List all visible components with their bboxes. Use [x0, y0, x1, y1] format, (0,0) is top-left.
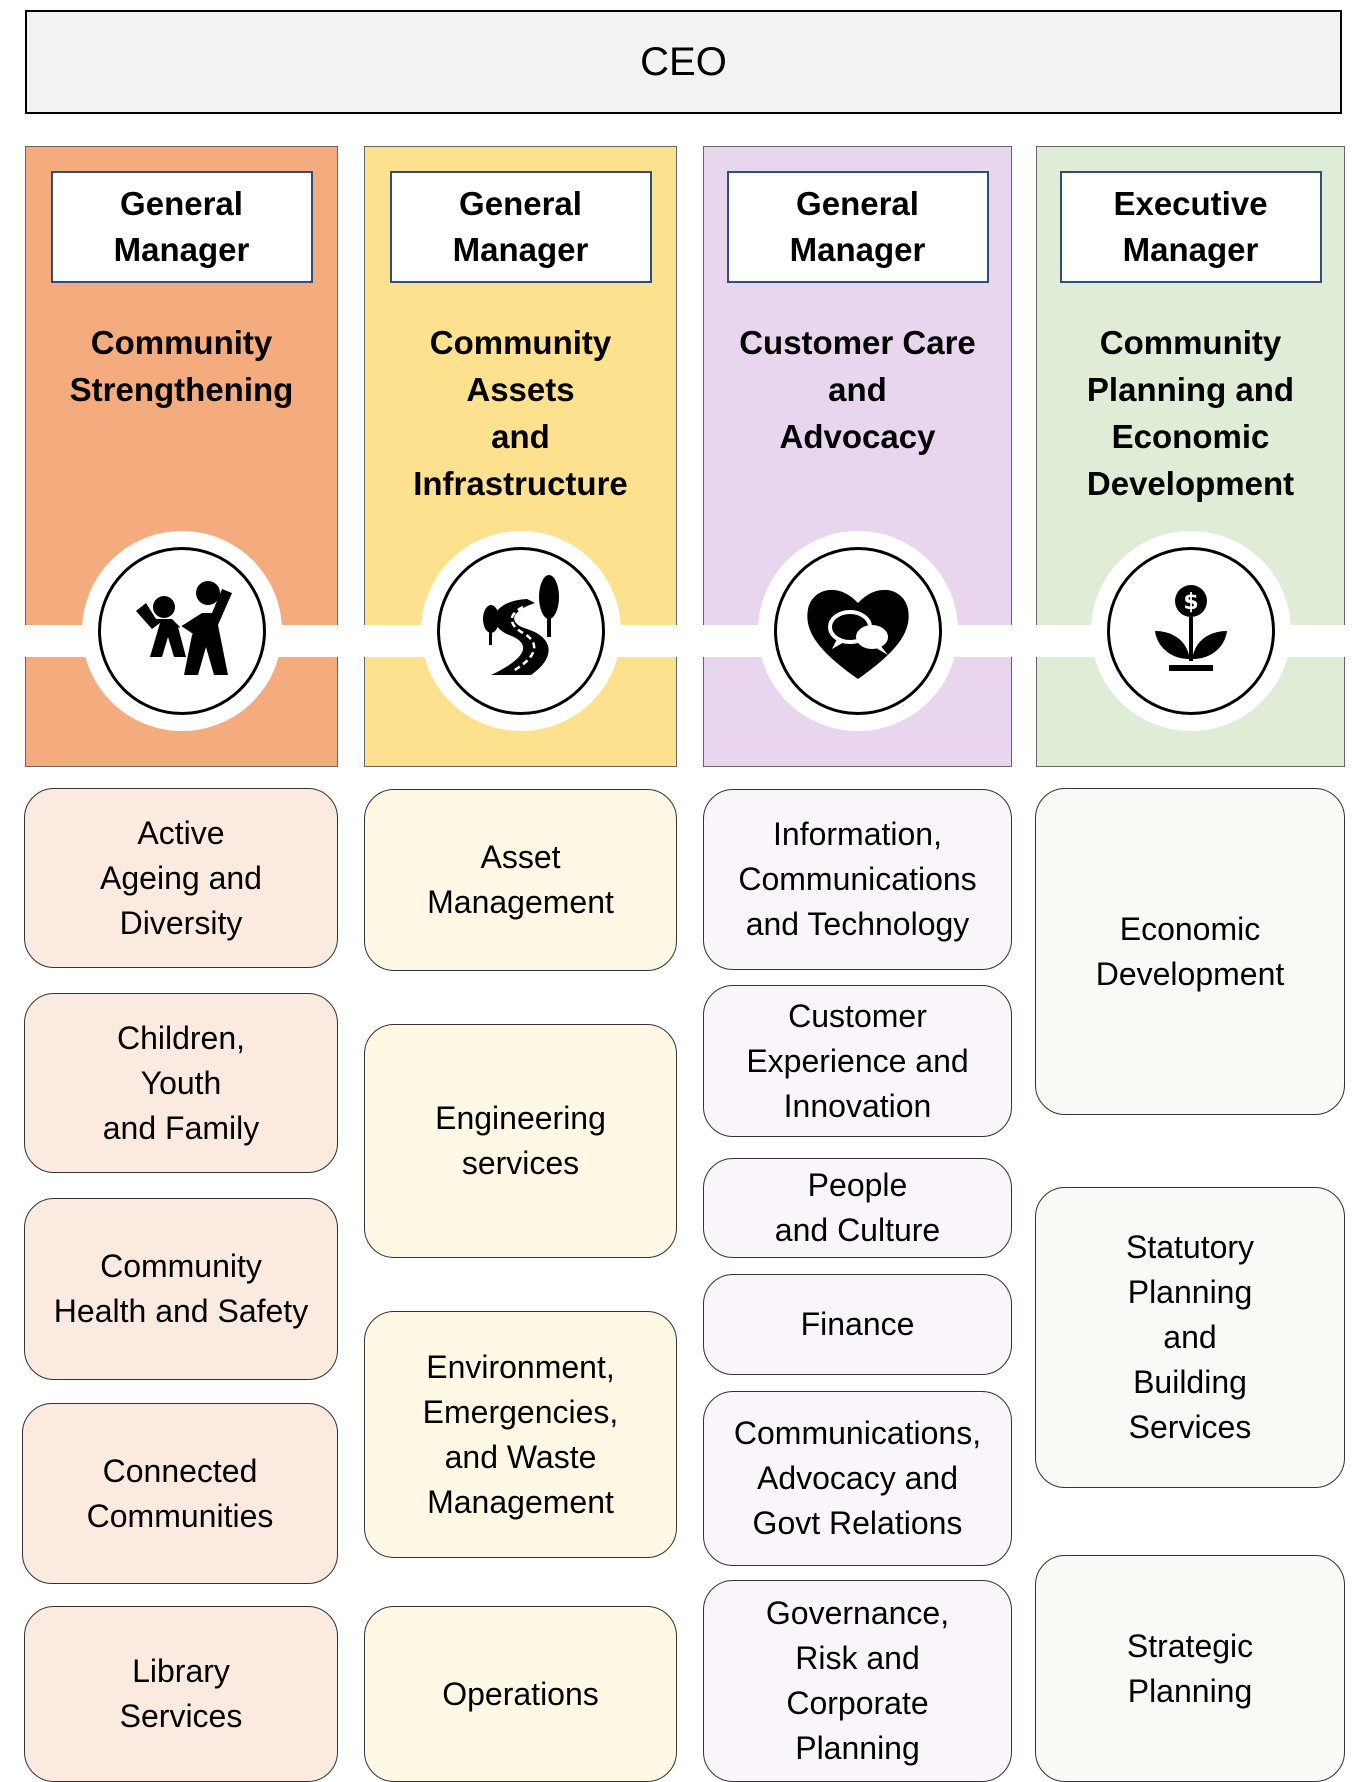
- service-box: Customer Experience and Innovation: [703, 985, 1012, 1137]
- service-box: Strategic Planning: [1035, 1555, 1345, 1782]
- role-box: General Manager: [50, 171, 313, 283]
- division-title: Community Planning and Economic Developm…: [1086, 324, 1295, 502]
- role-box: General Manager: [726, 171, 989, 283]
- ceo-box: CEO: [25, 10, 1342, 114]
- service-box: Information, Communications and Technolo…: [703, 789, 1012, 970]
- service-box: Active Ageing and Diversity: [24, 788, 338, 968]
- service-box: Children, Youth and Family: [24, 993, 338, 1173]
- service-box: Operations: [364, 1606, 677, 1782]
- icon-ring: $: [1090, 531, 1291, 731]
- division-title: Community Strengthening: [69, 324, 294, 408]
- division-title: Community Assets and Infrastructure: [413, 324, 628, 502]
- service-box: Finance: [703, 1274, 1012, 1375]
- road-icon: [482, 575, 559, 675]
- service-box: Community Health and Safety: [24, 1198, 338, 1380]
- service-box: Governance, Risk and Corporate Planning: [703, 1580, 1012, 1782]
- service-box: Connected Communities: [22, 1403, 338, 1584]
- service-box: Economic Development: [1035, 788, 1345, 1115]
- heart-chat-icon: [806, 589, 909, 679]
- service-box: Environment, Emergencies, and Waste Mana…: [364, 1311, 677, 1558]
- family-icon: [135, 581, 232, 675]
- service-box: Engineering services: [364, 1024, 677, 1258]
- service-box: Statutory Planning and Building Services: [1035, 1187, 1345, 1488]
- column-customer-care: General Manager Customer Care and Advoca…: [703, 146, 1012, 767]
- icon-ring: [420, 531, 621, 731]
- icon-ring: [81, 531, 282, 731]
- service-box: Communications, Advocacy and Govt Relati…: [703, 1391, 1012, 1566]
- service-box: People and Culture: [703, 1158, 1012, 1258]
- column-community-planning: Executive Manager Community Planning and…: [1036, 146, 1345, 767]
- column-community-strengthening: General Manager Community Strengthening: [25, 146, 338, 767]
- column-community-assets: General Manager Community Assets and Inf…: [364, 146, 677, 767]
- money-plant-icon: $: [1154, 585, 1227, 671]
- service-box: Library Services: [24, 1606, 338, 1782]
- svg-text:$: $: [1183, 590, 1198, 615]
- role-box: Executive Manager: [1059, 171, 1322, 283]
- division-title: Customer Care and Advocacy: [739, 324, 976, 455]
- service-box: Asset Management: [364, 789, 677, 971]
- icon-ring: [757, 531, 958, 731]
- role-box: General Manager: [389, 171, 652, 283]
